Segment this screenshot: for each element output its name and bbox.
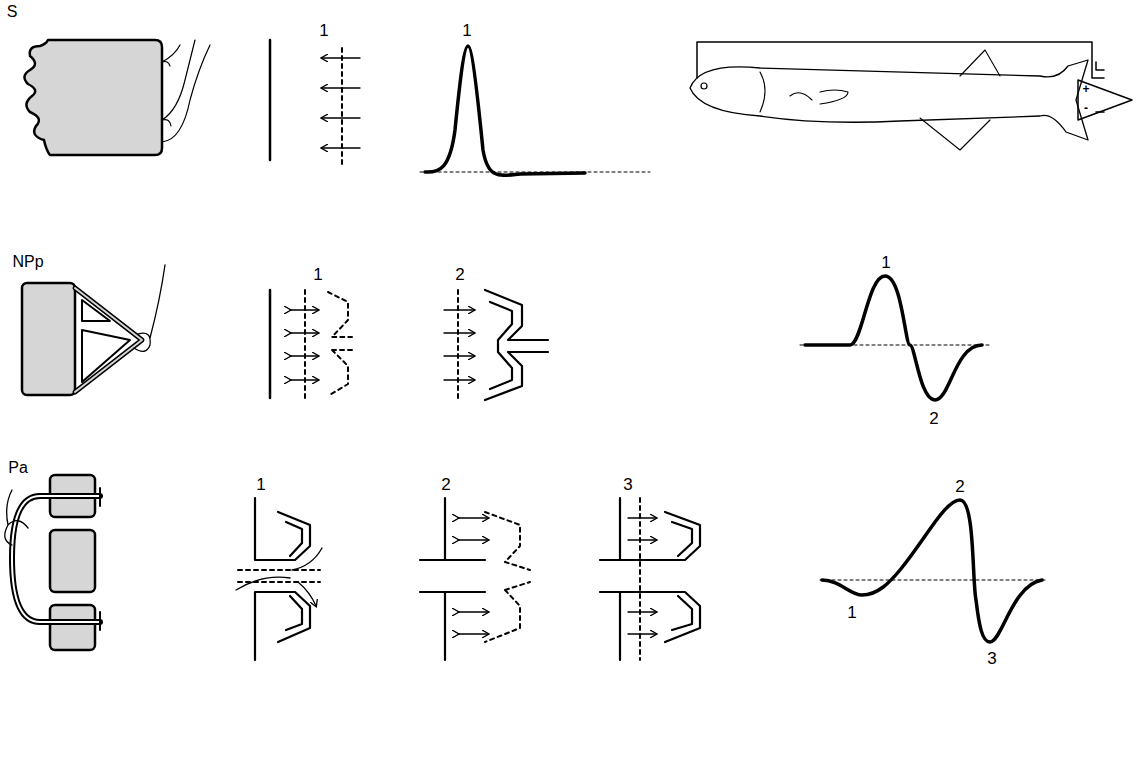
callout-number: 1 — [313, 266, 322, 283]
callout-number: 2 — [455, 266, 464, 283]
callout-number: 2 — [955, 478, 964, 495]
callout-number: 3 — [987, 650, 996, 667]
polarity-sign: - — [1084, 102, 1088, 114]
callout-number: 1 — [462, 22, 471, 39]
callout-number: 1 — [256, 476, 265, 493]
callout-number: 3 — [623, 476, 632, 493]
panel-label: NPp — [12, 254, 43, 270]
callout-number: 1 — [319, 22, 328, 39]
polarity-sign: + — [1082, 83, 1089, 95]
panel-label: S — [7, 4, 18, 20]
callout-number: 1 — [847, 604, 856, 621]
callout-number: 2 — [929, 410, 938, 427]
panel-label: Pa — [8, 460, 28, 476]
callout-number: 2 — [441, 476, 450, 493]
callout-number: 1 — [881, 254, 890, 271]
